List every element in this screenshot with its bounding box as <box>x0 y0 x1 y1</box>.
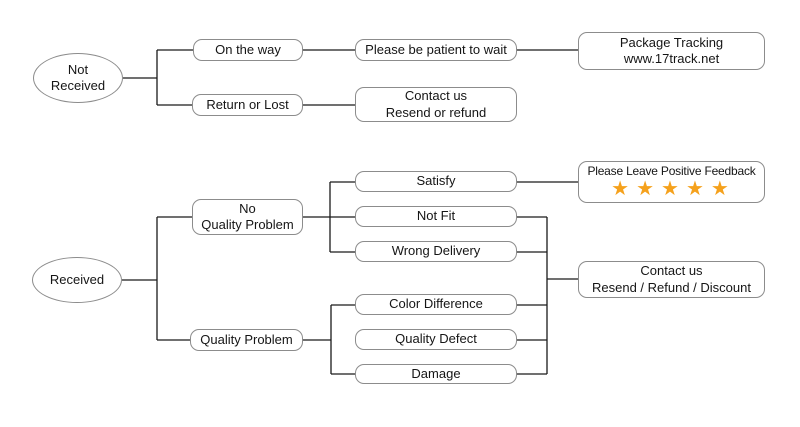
node-damage-label: Damage <box>411 365 461 381</box>
connector-quality-branch <box>303 304 355 375</box>
node-quality-problem: Quality Problem <box>190 329 303 351</box>
node-no-quality-problem-label: No Quality Problem <box>201 200 294 232</box>
node-not-received: Not Received <box>33 53 123 103</box>
node-on-the-way-label: On the way <box>215 41 281 57</box>
node-color-difference: Color Difference <box>355 294 517 315</box>
node-not-received-label: Not Received <box>50 61 106 93</box>
node-please-be-patient-label: Please be patient to wait <box>365 41 507 57</box>
node-contact-resend-refund-label: Contact us Resend or refund <box>385 88 487 120</box>
node-not-fit: Not Fit <box>355 206 517 227</box>
node-quality-defect-label: Quality Defect <box>395 331 477 347</box>
node-satisfy: Satisfy <box>355 171 517 192</box>
node-wrong-delivery-label: Wrong Delivery <box>391 243 481 259</box>
node-contact-resend-refund-discount: Contact us Resend / Refund / Discount <box>578 261 765 298</box>
node-not-fit-label: Not Fit <box>416 208 456 224</box>
node-received: Received <box>32 257 122 303</box>
node-on-the-way: On the way <box>193 39 303 61</box>
connector-no-quality-branch <box>303 181 355 253</box>
node-contact-resend-refund-discount-label: Contact us Resend / Refund / Discount <box>592 263 751 295</box>
node-satisfy-label: Satisfy <box>416 173 456 189</box>
five-star-rating-icon: ★★★★★ <box>611 178 736 200</box>
node-return-or-lost: Return or Lost <box>192 94 303 116</box>
node-please-be-patient: Please be patient to wait <box>355 39 517 61</box>
node-package-tracking: Package Tracking www.17track.net <box>578 32 765 70</box>
node-contact-resend-refund: Contact us Resend or refund <box>355 87 517 122</box>
node-wrong-delivery: Wrong Delivery <box>355 241 517 262</box>
node-quality-problem-label: Quality Problem <box>200 331 293 347</box>
node-package-tracking-label: Package Tracking www.17track.net <box>619 34 724 66</box>
connector-received-junction <box>122 216 192 341</box>
node-damage: Damage <box>355 364 517 384</box>
node-quality-defect: Quality Defect <box>355 329 517 350</box>
connector-right-collector <box>517 216 578 375</box>
node-return-or-lost-label: Return or Lost <box>206 96 289 112</box>
node-color-difference-label: Color Difference <box>389 296 483 312</box>
node-no-quality-problem: No Quality Problem <box>192 199 303 235</box>
node-positive-feedback-label: Please Leave Positive Feedback <box>587 164 756 178</box>
node-received-label: Received <box>49 271 105 287</box>
node-positive-feedback: Please Leave Positive Feedback ★★★★★ <box>578 161 765 203</box>
connector-not-received-junction <box>123 49 193 106</box>
